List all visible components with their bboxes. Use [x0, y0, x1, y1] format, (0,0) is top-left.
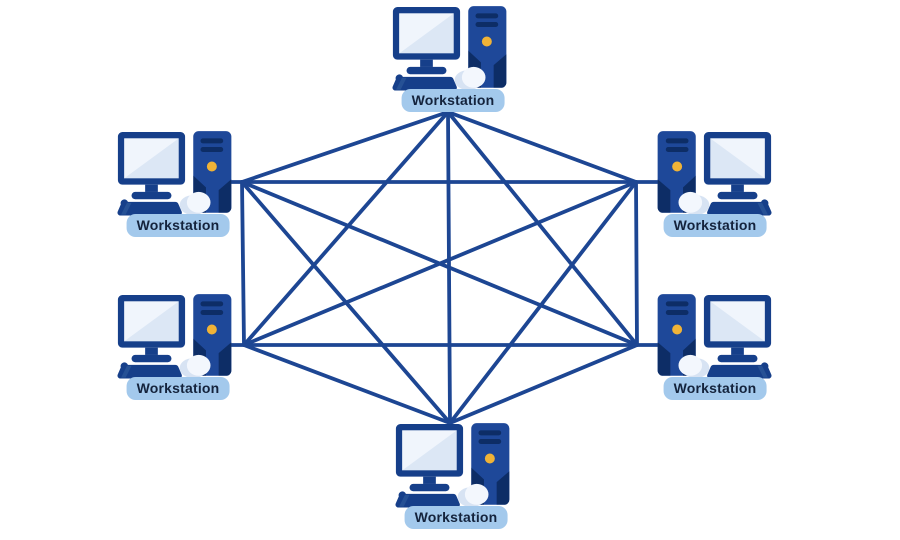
mesh-link-upper-right-lower-right: [634, 180, 639, 347]
mesh-link-top-lower-left: [242, 110, 450, 347]
mesh-link-top-upper-right: [446, 110, 638, 184]
workstation-icon: [395, 422, 513, 515]
mesh-link-upper-right-lower-left: [242, 180, 638, 347]
node-label: Workstation: [126, 214, 230, 237]
node-workstation-upper-right: Workstation: [654, 130, 776, 246]
mesh-link-top-lower-right: [446, 110, 639, 347]
node-label: Workstation: [663, 377, 767, 400]
workstation-icon: [654, 293, 772, 386]
workstation-icon: [654, 130, 772, 223]
node-workstation-lower-right: Workstation: [654, 293, 776, 409]
node-label: Workstation: [663, 214, 767, 237]
node-label: Workstation: [401, 89, 505, 112]
workstation-icon: [117, 130, 235, 223]
mesh-link-lower-left-bottom: [242, 343, 452, 425]
mesh-link-upper-right-bottom: [448, 180, 638, 425]
mesh-link-lower-right-bottom: [448, 343, 639, 425]
node-label: Workstation: [404, 506, 508, 529]
node-workstation-lower-left: Workstation: [117, 293, 239, 409]
node-workstation-upper-left: Workstation: [117, 130, 239, 246]
workstation-icon: [392, 5, 510, 98]
node-label: Workstation: [126, 377, 230, 400]
mesh-link-top-upper-left: [240, 110, 450, 184]
node-workstation-top: Workstation: [392, 5, 514, 121]
node-workstation-bottom: Workstation: [395, 422, 517, 538]
workstation-icon: [117, 293, 235, 386]
mesh-link-upper-left-lower-left: [240, 180, 246, 347]
